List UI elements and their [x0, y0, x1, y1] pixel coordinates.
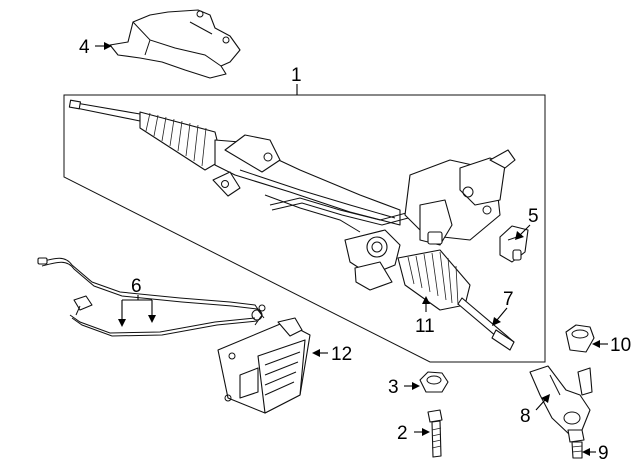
callout-10: 10 [610, 335, 631, 356]
callout-2: 2 [397, 423, 408, 444]
steering-rack-part-1 [68, 99, 516, 351]
callout-9: 9 [598, 443, 609, 464]
callout-7: 7 [503, 289, 514, 310]
heat-shield-part-4 [109, 9, 241, 79]
hydraulic-lines-part-6 [37, 257, 266, 337]
control-module-part-12 [217, 317, 311, 414]
callout-6: 6 [131, 276, 142, 297]
bolt-part-9 [567, 429, 585, 459]
bolt-part-2 [427, 409, 443, 458]
nut-part-10 [565, 324, 595, 353]
assembly-frame [63, 94, 546, 363]
callout-8: 8 [520, 406, 531, 427]
callout-4: 4 [79, 37, 90, 58]
tie-rod-end-part-8 [529, 365, 593, 436]
callout-1: 1 [291, 65, 302, 86]
callout-11: 11 [415, 316, 435, 337]
callout-12: 12 [331, 344, 352, 365]
callout-5: 5 [528, 206, 539, 227]
callout-3: 3 [388, 377, 399, 398]
nut-part-3 [419, 371, 449, 393]
